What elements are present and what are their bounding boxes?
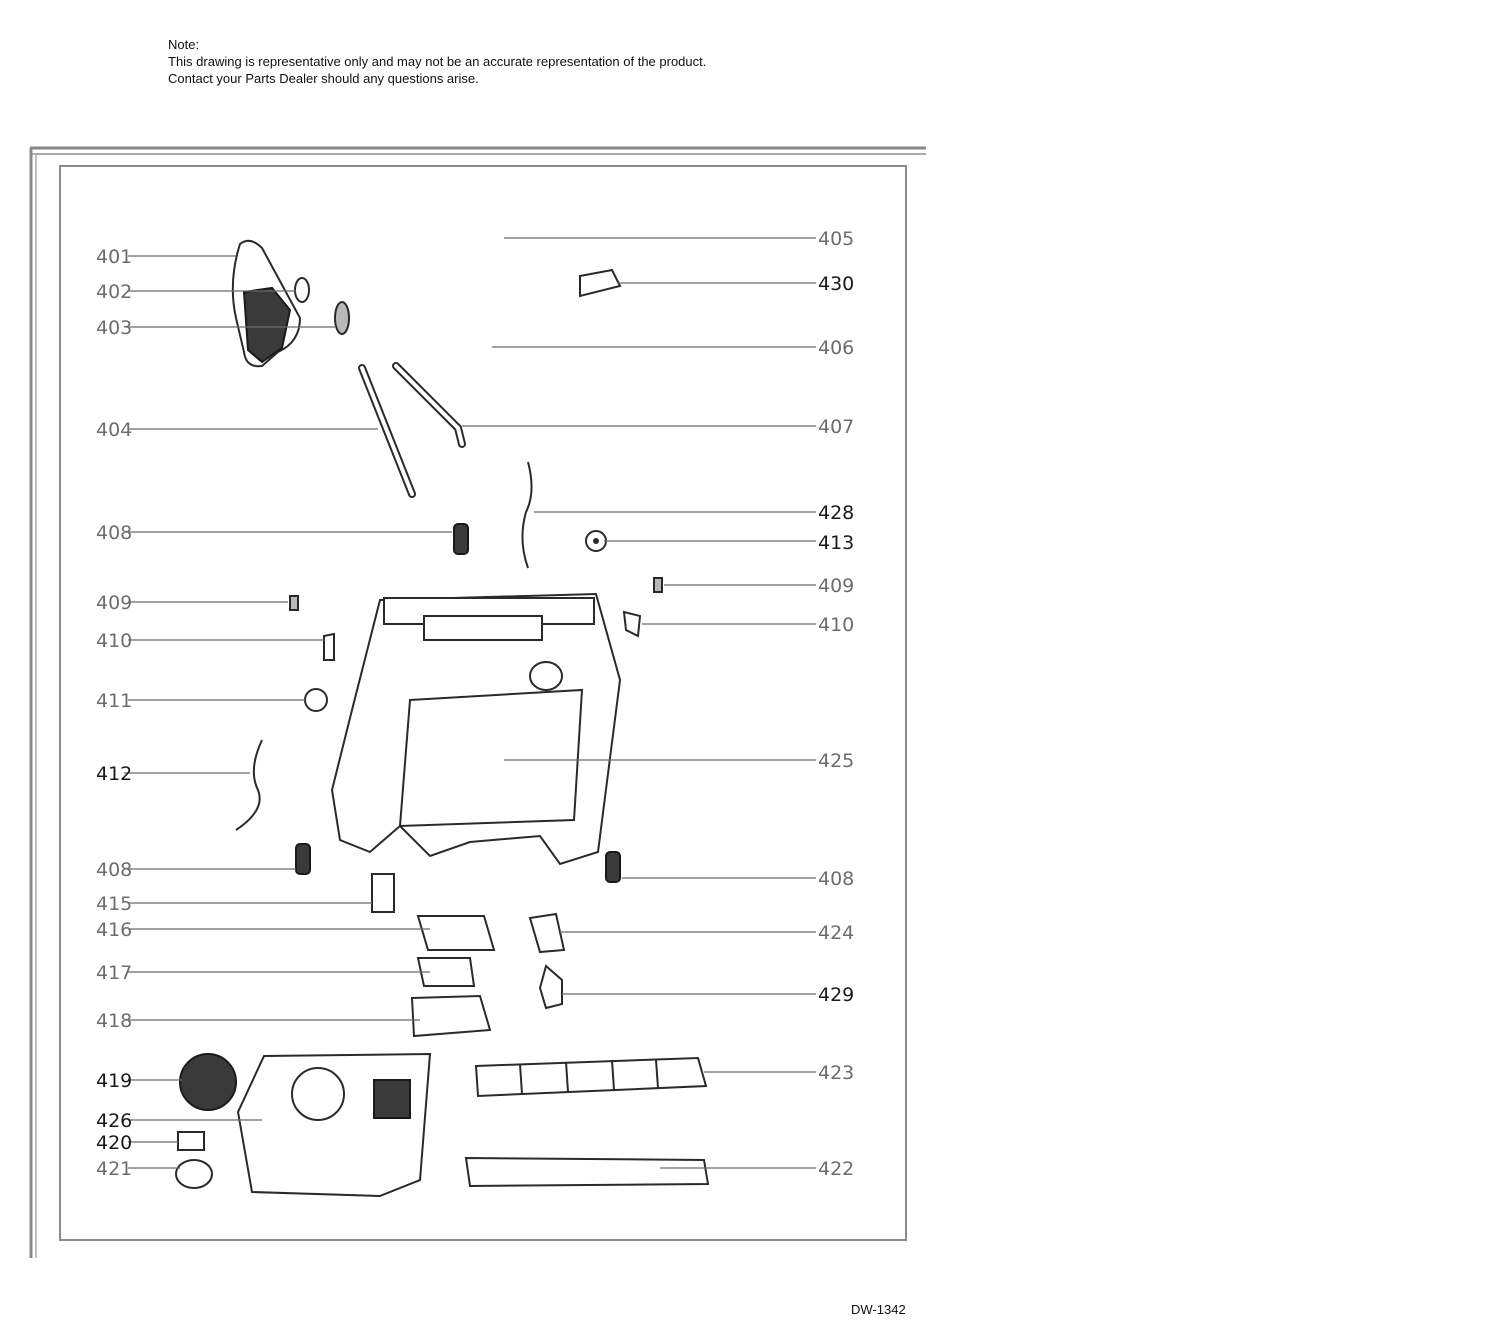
part-412-harness	[235, 739, 263, 831]
callout-409-right: 409	[818, 575, 854, 597]
part-424	[528, 912, 566, 954]
part-418	[410, 994, 492, 1038]
callout-418: 418	[96, 1010, 132, 1032]
callout-417: 417	[96, 962, 132, 984]
part-409-clip-right	[653, 577, 663, 593]
callout-424: 424	[818, 922, 854, 944]
parts-artwork	[175, 235, 710, 1198]
callout-408-top: 408	[96, 522, 132, 544]
part-408-screw-left	[295, 843, 311, 875]
callout-409-left: 409	[96, 592, 132, 614]
callout-422: 422	[818, 1158, 854, 1180]
callout-429: 429	[818, 984, 854, 1006]
part-422-strip	[464, 1156, 710, 1188]
part-430-bracket	[579, 268, 622, 298]
callout-421: 421	[96, 1158, 132, 1180]
callout-406: 406	[818, 337, 854, 359]
part-419-fan-cover	[179, 1053, 237, 1111]
part-410-clip-right	[622, 610, 642, 638]
callout-425: 425	[818, 750, 854, 772]
callout-401: 401	[96, 246, 132, 268]
diagram-frame	[29, 146, 926, 1258]
callout-416: 416	[96, 919, 132, 941]
note-heading: Note:	[168, 37, 200, 52]
callout-410-right: 410	[818, 614, 854, 636]
disclaimer-note: Note: This drawing is representative onl…	[168, 36, 706, 87]
callout-430: 430	[818, 273, 854, 295]
part-409-clip-left	[289, 595, 299, 611]
callouts-right: 405 430 406 407 428 413 409 410 425 408 …	[818, 228, 854, 1180]
callout-410-left: 410	[96, 630, 132, 652]
part-420	[177, 1131, 205, 1151]
callout-411: 411	[96, 690, 132, 712]
part-417	[416, 957, 476, 987]
leader-lines	[124, 237, 816, 1169]
callout-413: 413	[818, 532, 854, 554]
callout-403: 403	[96, 317, 132, 339]
callout-405: 405	[818, 228, 854, 250]
callout-408-right: 408	[818, 868, 854, 890]
callout-428: 428	[818, 502, 854, 524]
callout-408-left: 408	[96, 859, 132, 881]
callout-407: 407	[818, 416, 854, 438]
callout-412: 412	[96, 763, 132, 785]
part-416	[416, 915, 496, 951]
callout-423: 423	[818, 1062, 854, 1084]
callout-420: 420	[96, 1132, 132, 1154]
part-408-screw-right	[605, 851, 621, 883]
callout-404: 404	[96, 419, 132, 441]
callout-415: 415	[96, 893, 132, 915]
part-403-body	[242, 286, 292, 364]
part-410-clip-left	[323, 632, 335, 661]
part-411	[304, 688, 328, 712]
callouts-left: 401 402 403 404 408 409 410 411 412 408 …	[96, 246, 132, 1180]
document-id: DW-1342	[851, 1302, 906, 1317]
part-421	[175, 1159, 213, 1189]
callout-402: 402	[96, 281, 132, 303]
part-408-screw-top	[453, 523, 469, 555]
part-425-base	[330, 592, 622, 866]
callout-419: 419	[96, 1070, 132, 1092]
note-line-2: Contact your Parts Dealer should any que…	[168, 71, 479, 86]
callout-426: 426	[96, 1110, 132, 1132]
note-line-1: This drawing is representative only and …	[168, 54, 707, 69]
part-429	[538, 964, 563, 1010]
part-403-filter	[334, 301, 350, 335]
part-415	[371, 873, 395, 913]
part-402-ring	[294, 277, 310, 303]
part-428-wire	[521, 461, 533, 569]
part-423-vent	[474, 1056, 708, 1098]
